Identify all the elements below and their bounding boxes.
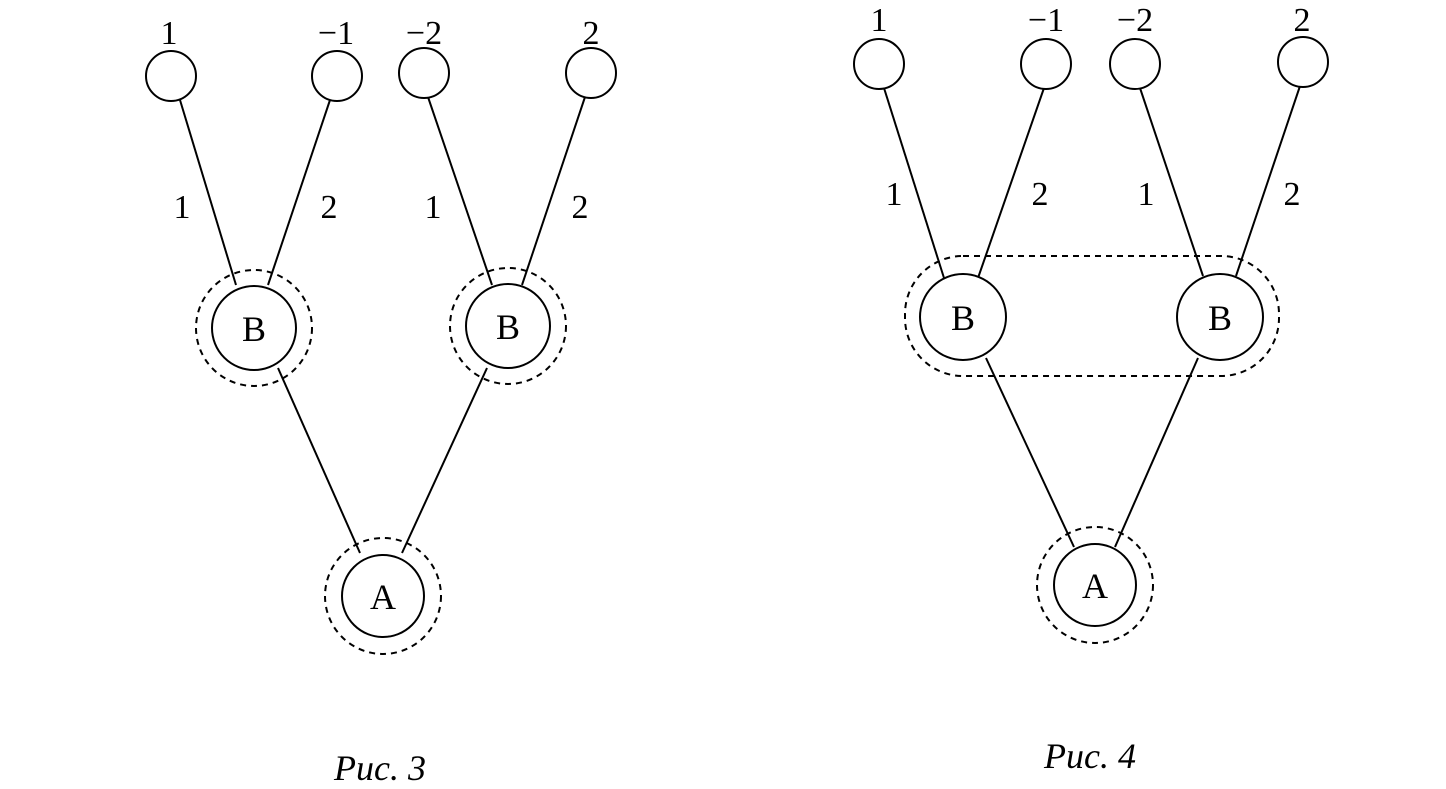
mid-node-label-1: B	[951, 298, 975, 338]
edge-leaf2-b1	[977, 87, 1045, 279]
root-ring	[324, 537, 442, 655]
figure-4: 1 −1 −2 2 1 2 1 2 B B A Рис. 4	[853, 2, 1329, 776]
leaf-node-1	[853, 38, 905, 90]
leaf-node-1	[145, 50, 197, 102]
mid-node-label-2: B	[496, 307, 520, 347]
figure-3: 1 −1 −2 2 1 2 1 2 B B A Рис. 3	[145, 15, 617, 788]
root-node-label: A	[370, 577, 396, 617]
edge-leaf1-b1	[179, 99, 237, 286]
leaf-node-3	[1109, 38, 1161, 90]
edge-label-4: 2	[1284, 176, 1301, 213]
edge-leaf1-b1	[883, 87, 945, 279]
edge-b1-a	[985, 357, 1075, 548]
edge-label-2: 2	[1032, 176, 1049, 213]
edge-leaf3-b2	[1139, 87, 1204, 277]
info-set-outline	[904, 255, 1280, 377]
edge-b1-a	[277, 367, 361, 554]
mid-node-1	[211, 285, 297, 371]
leaf-value-2: −1	[1028, 2, 1064, 39]
edge-leaf2-b1	[267, 99, 331, 286]
leaf-node-3	[398, 47, 450, 99]
leaf-value-3: −2	[1117, 2, 1153, 39]
edge-b2-a	[1114, 357, 1199, 548]
edge-leaf4-b2	[1235, 85, 1301, 277]
root-ring	[1036, 526, 1154, 644]
leaf-node-4	[1277, 36, 1329, 88]
mid-node-label-2: B	[1208, 298, 1232, 338]
leaf-node-4	[565, 47, 617, 99]
leaf-value-1: 1	[871, 2, 888, 39]
info-set-ring-2	[449, 267, 567, 385]
edge-b2-a	[401, 367, 488, 554]
edge-label-1: 1	[886, 176, 903, 213]
edge-label-4: 2	[572, 189, 589, 226]
mid-node-1	[919, 273, 1007, 361]
edge-label-3: 1	[1138, 176, 1155, 213]
leaf-value-2: −1	[318, 15, 354, 52]
leaf-node-2	[311, 50, 363, 102]
figure-caption: Рис. 3	[333, 748, 426, 788]
mid-node-label-1: B	[242, 309, 266, 349]
leaf-value-1: 1	[161, 15, 178, 52]
root-node	[1053, 543, 1137, 627]
edge-leaf3-b2	[427, 96, 493, 286]
leaf-value-4: 2	[1294, 2, 1311, 39]
figure-caption: Рис. 4	[1043, 736, 1136, 776]
edge-label-1: 1	[174, 189, 191, 226]
info-set-ring-1	[195, 269, 313, 387]
root-node-label: A	[1082, 566, 1108, 606]
mid-node-2	[1176, 273, 1264, 361]
edge-leaf4-b2	[521, 96, 586, 286]
leaf-node-2	[1020, 38, 1072, 90]
mid-node-2	[465, 283, 551, 369]
leaf-value-4: 2	[583, 15, 600, 52]
edge-label-3: 1	[425, 189, 442, 226]
root-node	[341, 554, 425, 638]
edge-label-2: 2	[321, 189, 338, 226]
leaf-value-3: −2	[406, 15, 442, 52]
